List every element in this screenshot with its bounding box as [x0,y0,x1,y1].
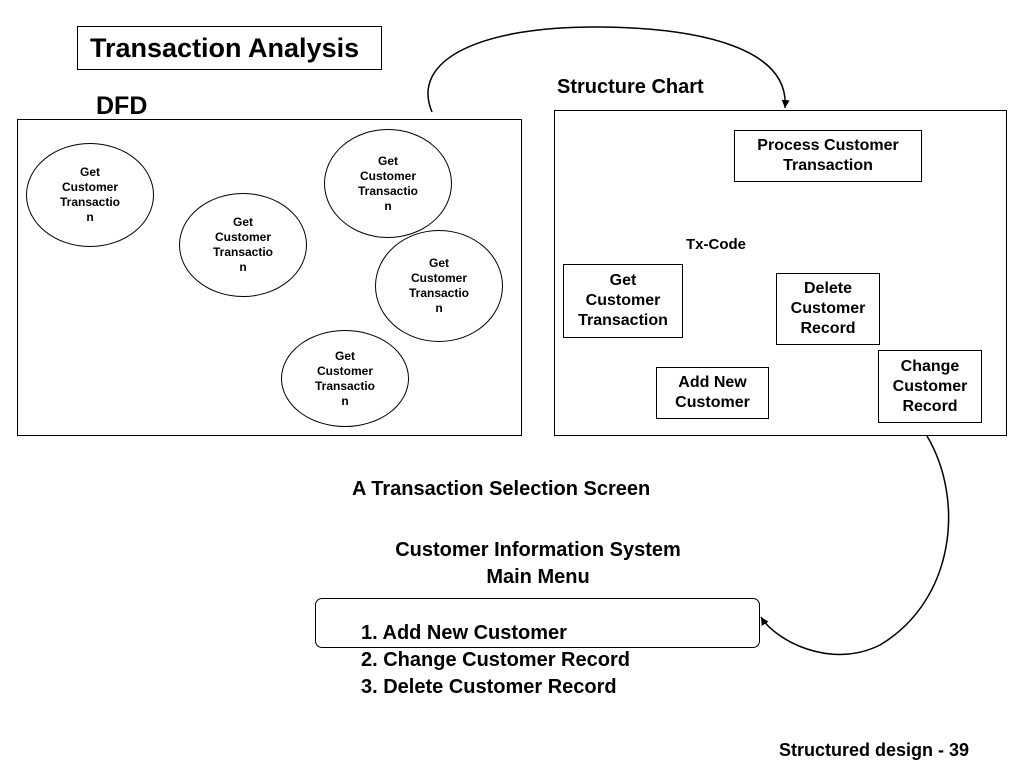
selection-screen-title: A Transaction Selection Screen [352,478,651,500]
menu-options: 1. Add New Customer 2. Change Customer R… [361,620,630,701]
structure-chart-label: Structure Chart [557,76,704,98]
dfd-bubble-2: Get Customer Transactio n [179,193,307,297]
dfd-bubble-5: Get Customer Transactio n [281,330,409,427]
menu-selection-box [315,598,760,648]
chart-to-menu-curve [760,435,950,656]
dfd-to-chart-curve [427,26,790,113]
dfd-label: DFD [96,92,148,120]
tx-code-couple-label: Tx-Code [686,236,746,253]
module-get-customer-transaction: Get Customer Transaction [563,264,683,338]
slide-footer: Structured design - 39 [779,740,970,760]
menu-heading: Customer Information System Main Menu [395,539,681,588]
menu-option-add-new-customer[interactable]: 1. Add New Customer [361,622,567,644]
page-title: Transaction Analysis [77,26,382,70]
dfd-bubble-1: Get Customer Transactio n [26,143,154,247]
module-process-customer-transaction: Process Customer Transaction [734,130,922,182]
module-change-customer-record: Change Customer Record [878,350,982,423]
menu-option-delete-customer-record[interactable]: 3. Delete Customer Record [361,676,617,698]
dfd-bubble-4: Get Customer Transactio n [375,230,503,342]
module-add-new-customer: Add New Customer [656,367,769,419]
menu-option-change-customer-record[interactable]: 2. Change Customer Record [361,649,630,671]
dfd-bubble-3: Get Customer Transactio n [324,129,452,238]
module-delete-customer-record: Delete Customer Record [776,273,880,345]
